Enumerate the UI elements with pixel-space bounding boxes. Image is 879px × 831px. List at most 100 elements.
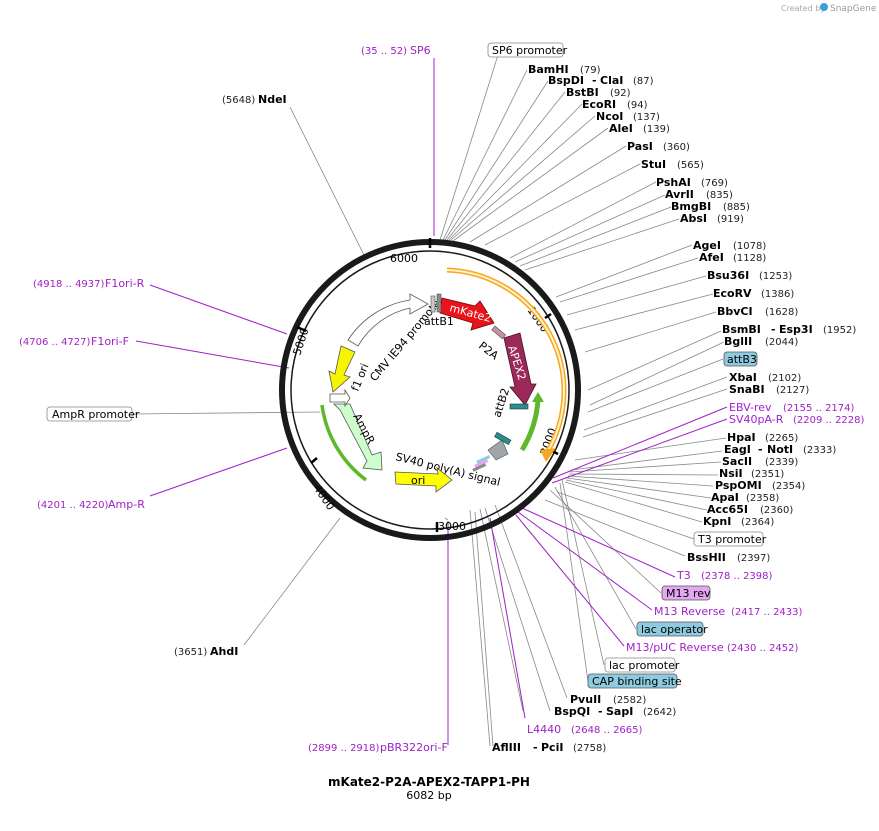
primer-EBV-rev[interactable]: EBV-rev(2155 .. 2174) [729, 401, 855, 414]
orf-arrowhead-orange [540, 448, 556, 462]
enzyme-AleI-pos: (139) [643, 124, 670, 135]
enzyme-Acc65I-pos: (2360) [760, 505, 793, 516]
enzyme-AbsI[interactable]: AbsI(919) [680, 212, 744, 225]
enzyme-Bsu36I[interactable]: Bsu36I(1253) [707, 269, 792, 282]
feature-attB1-label: attB1 [424, 315, 454, 328]
enzyme-ClaI-pos: (87) [633, 76, 654, 87]
primer-F1ori-R[interactable]: (4918 .. 4937) F1ori-R [33, 277, 145, 290]
tick-4000: 4000 [311, 482, 338, 512]
enzyme-Bsu36I-pos: (1253) [759, 271, 792, 282]
ampr-promoter-box[interactable]: AmpR promoter [46, 406, 140, 422]
sp6-promoter-box[interactable]: SP6 promoter [487, 42, 568, 58]
enzyme-AflIII-PciI[interactable]: AflIII-PciI(2758) [492, 741, 606, 754]
enzyme-BspDI-ClaI[interactable]: BspDI-ClaI(87) [548, 74, 654, 87]
enzyme-BstBI[interactable]: BstBI(92) [566, 86, 631, 99]
enzyme-NcoI-name: NcoI [596, 110, 623, 123]
enzyme-KpnI[interactable]: KpnI(2364) [703, 515, 774, 528]
primer-pBR322ori-F[interactable]: (2899 .. 2918) pBR322ori-F [308, 741, 448, 754]
feature-ampr-promoter-arrow[interactable] [329, 388, 351, 408]
enzyme-Acc65I[interactable]: Acc65I(2360) [707, 503, 793, 516]
enzyme-ApaI-name: ApaI [711, 491, 739, 504]
primer-M13-Reverse[interactable]: M13 Reverse(2417 .. 2433) [654, 605, 803, 618]
enzyme-StuI-pos: (565) [677, 160, 704, 171]
enzyme-BsmBI-sep: - [771, 323, 776, 336]
enzyme-BssHII[interactable]: BssHII(2397) [687, 551, 770, 564]
enzyme-PasI[interactable]: PasI(360) [627, 140, 690, 153]
primer-pBR322ori-F-pos: (2899 .. 2918) [308, 743, 380, 754]
attB3-box[interactable]: attB3 [723, 351, 758, 367]
feature-attB1-marker-2 [436, 293, 442, 313]
primer-F1ori-R-name: F1ori-R [105, 277, 145, 290]
primer-F1ori-F[interactable]: (4706 .. 4727) F1ori-F [19, 335, 129, 348]
enzyme-SacII[interactable]: SacII(2339) [722, 455, 798, 468]
enzyme-StuI[interactable]: StuI(565) [641, 158, 704, 171]
lac-promoter-box[interactable]: lac promoter [604, 657, 680, 673]
enzyme-BspDI-sep: - [592, 74, 597, 87]
enzyme-AleI[interactable]: AleI(139) [609, 122, 670, 135]
feature-P2A-label: P2A [476, 339, 501, 363]
primer-L4440-pos: (2648 .. 2665) [571, 725, 643, 736]
enzyme-BamHI-pos: (79) [580, 65, 601, 76]
enzyme-ApaI[interactable]: ApaI(2358) [711, 491, 779, 504]
primer-L4440[interactable]: L4440(2648 .. 2665) [527, 723, 643, 736]
enzyme-BamHI[interactable]: BamHI(79) [528, 63, 601, 76]
enzyme-PspOMI[interactable]: PspOMI(2354) [715, 479, 805, 492]
enzyme-PvuII[interactable]: PvuII(2582) [570, 693, 646, 706]
enzyme-AhdI-name: AhdI [210, 645, 238, 658]
primer-M13-pUC-Reverse-name: M13/pUC Reverse [626, 641, 724, 654]
enzyme-EcoRI[interactable]: EcoRI(94) [582, 98, 648, 111]
enzyme-AgeI[interactable]: AgeI(1078) [693, 239, 766, 252]
enzyme-BspQI-sep: - [598, 705, 603, 718]
primer-T3-name: T3 [676, 569, 691, 582]
enzyme-SapI-name: SapI [606, 705, 633, 718]
enzyme-AfeI[interactable]: AfeI(1128) [699, 251, 766, 264]
enzyme-BsmBI-Esp3I[interactable]: BsmBI-Esp3I(1952) [722, 323, 856, 336]
primer-M13-pUC-Reverse[interactable]: M13/pUC Reverse(2430 .. 2452) [626, 641, 799, 654]
feature-sv40-marker[interactable] [487, 439, 509, 461]
primer-SP6[interactable]: (35 .. 52) SP6 [361, 44, 431, 57]
cap-site-box[interactable]: CAP binding site [587, 673, 682, 689]
attB3-text: attB3 [727, 353, 757, 366]
enzyme-EcoRI-name: EcoRI [582, 98, 616, 111]
primer-Amp-R[interactable]: (4201 .. 4220) Amp-R [37, 498, 145, 511]
green-feature-arc[interactable] [519, 399, 541, 452]
primer-EBV-rev-name: EBV-rev [729, 401, 772, 414]
enzyme-EagI-NotI[interactable]: EagI-NotI(2333) [724, 443, 836, 456]
enzyme-BglII-pos: (2044) [765, 337, 798, 348]
feature-ori[interactable] [394, 467, 453, 493]
enzyme-EcoRV[interactable]: EcoRV(1386) [713, 287, 794, 300]
enzyme-NcoI[interactable]: NcoI(137) [596, 110, 660, 123]
enzyme-BspQI-name: BspQI [554, 705, 590, 718]
feature-mKate2[interactable] [439, 297, 495, 331]
enzyme-AvrII[interactable]: AvrII(835) [665, 188, 733, 201]
enzyme-BspQI-SapI[interactable]: BspQI-SapI(2642) [554, 705, 676, 718]
feature-AmpR[interactable] [333, 403, 383, 471]
enzyme-BbvCI[interactable]: BbvCI(1628) [717, 305, 798, 318]
leader-lines [132, 54, 728, 747]
enzyme-BglII[interactable]: BglII(2044) [724, 335, 798, 348]
enzyme-NsiI[interactable]: NsiI(2351) [719, 467, 784, 480]
enzyme-NsiI-pos: (2351) [751, 469, 784, 480]
lac-operator-box[interactable]: lac operator [636, 621, 708, 637]
t3-promoter-box[interactable]: T3 promoter [693, 531, 767, 547]
feature-APEX2[interactable] [503, 332, 537, 406]
enzyme-SnaBI[interactable]: SnaBI(2127) [729, 383, 809, 396]
tick-3000: 3000 [438, 520, 466, 533]
enzyme-AhdI[interactable]: (3651) AhdI [174, 645, 238, 658]
plasmid-length: 6082 bp [406, 789, 451, 802]
enzyme-HpaI[interactable]: HpaI(2265) [727, 431, 798, 444]
m13-rev-box[interactable]: M13 rev [661, 585, 711, 601]
enzyme-NdeI[interactable]: (5648) NdeI [222, 93, 287, 106]
enzyme-AflIII-sep: - [533, 741, 538, 754]
ampr-green-arc[interactable] [320, 404, 368, 482]
primer-SV40pA-R[interactable]: SV40pA-R(2209 .. 2228) [729, 413, 865, 426]
primer-SP6-pos: (35 .. 52) [361, 46, 407, 57]
feature-f1ori[interactable] [328, 345, 356, 393]
enzyme-XbaI[interactable]: XbaI(2102) [729, 371, 801, 384]
feature-cmv-promoter[interactable] [347, 293, 429, 347]
enzyme-AhdI-pos: (3651) [174, 647, 207, 658]
primer-T3[interactable]: T3(2378 .. 2398) [676, 569, 773, 582]
enzyme-BmgBI[interactable]: BmgBI(885) [671, 200, 750, 213]
enzyme-PvuII-pos: (2582) [613, 695, 646, 706]
enzyme-PshAI[interactable]: PshAI(769) [656, 176, 728, 189]
